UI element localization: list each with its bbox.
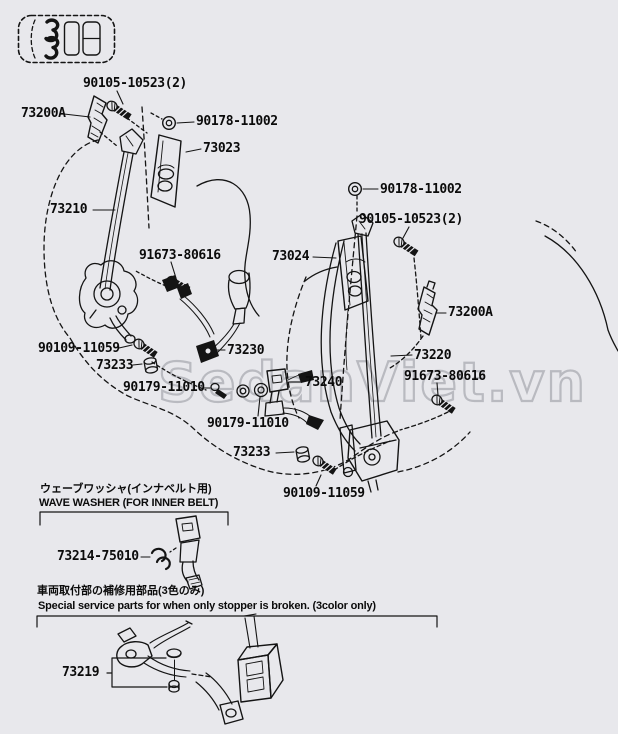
part-label-73200A-left: 73200A: [21, 106, 66, 121]
wave-washer-title-jp: ウェーブワッシャ(インナベルト用): [40, 483, 212, 495]
retractor-right: [339, 420, 400, 493]
bolt-90105-left-glyph: [106, 100, 132, 121]
part-label-73233-left: 73233: [96, 358, 134, 373]
part-label-90109-11059-left: 90109-11059: [38, 341, 120, 356]
leader-lines: [63, 90, 447, 558]
part-label-90179-11010-bottom: 90179-11010: [207, 416, 289, 431]
belt-73220: [357, 233, 373, 439]
part-label-73240: 73240: [305, 375, 343, 390]
retractor-left: [78, 260, 139, 344]
part-label-73210: 73210: [50, 202, 88, 217]
part-label-90105-10523-top: 90105-10523(2): [83, 76, 187, 91]
part-label-73233-bottom: 73233: [233, 445, 271, 460]
part-label-90109-11059-bottom: 90109-11059: [283, 486, 365, 501]
front-belt-glyph-2: [44, 35, 60, 60]
part-label-73023: 73023: [203, 141, 241, 156]
wave-washer-glyph: [150, 547, 171, 571]
nut-90178-right-glyph: [348, 181, 363, 196]
part-label-73024: 73024: [272, 249, 310, 264]
car-top-view-icon: [17, 14, 116, 64]
belt-73210: [99, 151, 125, 289]
special-service-section-art: [36, 613, 438, 725]
part-label-91673-80616-left: 91673-80616: [139, 248, 221, 263]
part-label-73200A-right: 73200A: [448, 305, 493, 320]
pillar-trim-73023: [150, 134, 182, 208]
screw-glyph-73219: [166, 648, 182, 693]
special-service-title-en: Special service parts for when only stop…: [38, 600, 376, 612]
bolt-91673-right-glyph: [431, 394, 456, 414]
anchor-plate-73200A-left: [87, 95, 108, 144]
part-label-91673-80616-right: 91673-80616: [404, 369, 486, 384]
inner-belt-73230: [162, 269, 251, 363]
wave-washer-bracket: [39, 511, 229, 526]
wave-washer-title-en: WAVE WASHER (FOR INNER BELT): [39, 497, 219, 509]
part-label-90178-11002-right: 90178-11002: [380, 182, 462, 197]
inner-belt-73240: [264, 368, 324, 430]
part-label-90179-11010-left: 90179-11010: [123, 380, 205, 395]
watermark: SedanViet.vn: [158, 351, 587, 414]
seat-outline-solid: [196, 179, 618, 352]
bolt-90109-left-glyph: [133, 338, 158, 358]
nut-90178-left-glyph: [161, 115, 176, 130]
bolt-90109-bottom-glyph: [312, 455, 337, 475]
part-label-90105-10523-right: 90105-10523(2): [359, 212, 463, 227]
special-service-title-jp: 車両取付部の補修用部品(3色のみ): [37, 585, 205, 597]
clip-73233-left-glyph: [143, 357, 159, 374]
part-label-90178-11002-left: 90178-11002: [196, 114, 278, 129]
part-label-73220: 73220: [414, 348, 452, 363]
part-label-73219: 73219: [62, 665, 100, 680]
center-belt-assembly: [320, 181, 456, 493]
washer-90179-glyphs: [210, 382, 269, 399]
label-73219-bracket: [106, 657, 168, 688]
part-label-73214-75010: 73214-75010: [57, 549, 139, 564]
anchor-plate-73200A-right: [417, 280, 438, 336]
left-belt-assembly: [78, 95, 191, 344]
special-section-bracket: [36, 615, 438, 628]
clip-73233-bottom-glyph: [295, 446, 311, 463]
retractor-73219: [237, 613, 284, 703]
wave-washer-section-art: [39, 511, 229, 590]
bolt-90105-right-glyph: [393, 236, 419, 257]
part-label-73230: 73230: [227, 343, 265, 358]
front-belt-glyph-1: [44, 18, 60, 43]
